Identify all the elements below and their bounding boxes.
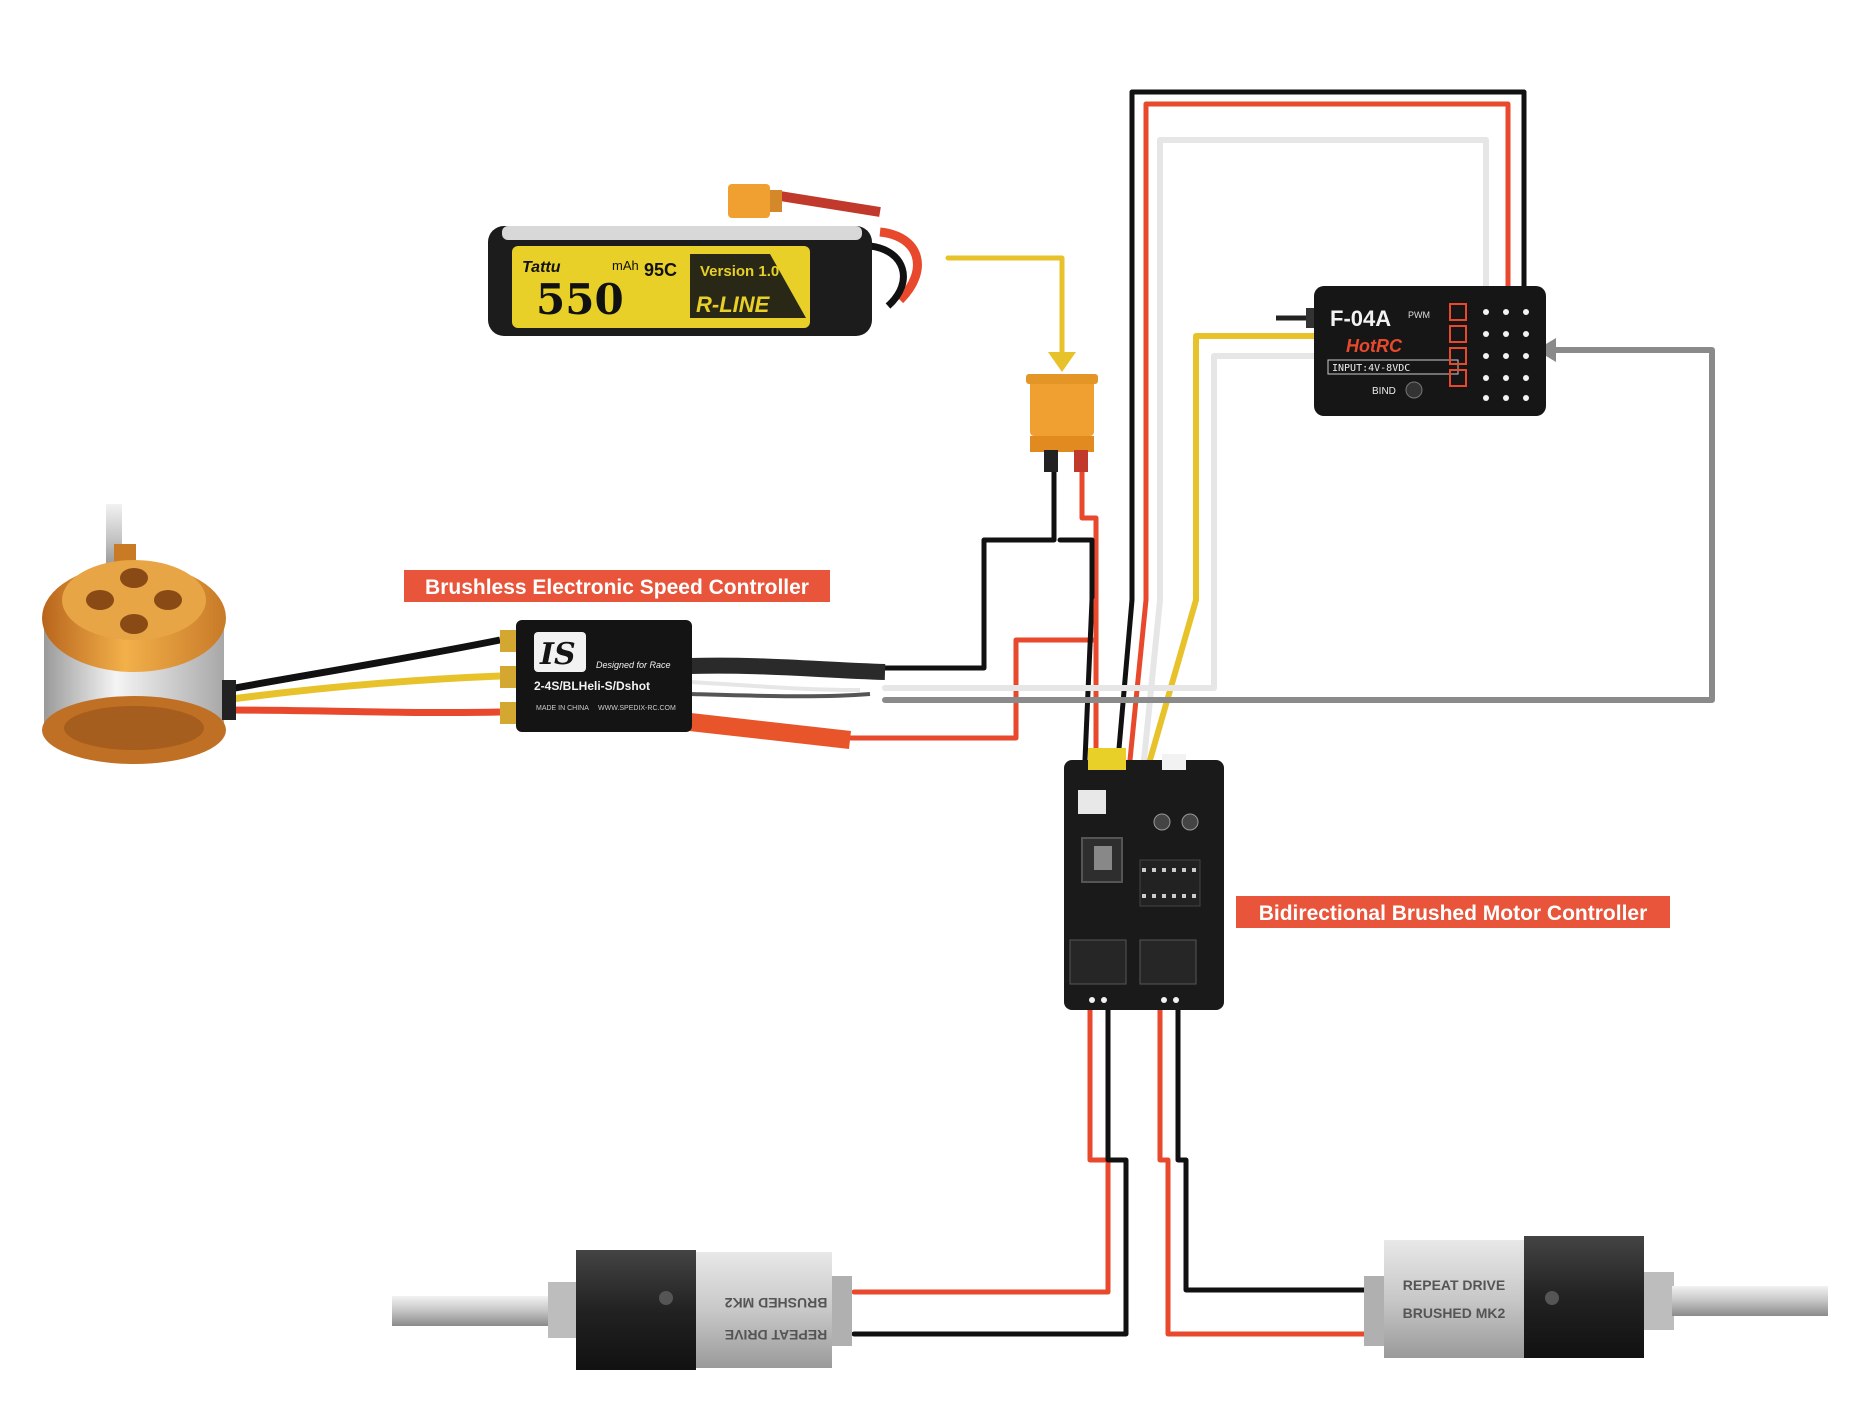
wire-bmc-red-to-receiver (1127, 101, 1511, 763)
motor-phase-red (223, 706, 501, 717)
battery-line: R-LINE (696, 292, 771, 317)
right-motor-shaft (1672, 1286, 1828, 1316)
wire-bmc-black-to-right-motor (1175, 1007, 1371, 1293)
right-motor-line1: REPEAT DRIVE (1403, 1277, 1505, 1293)
xt30-connector-icon (1026, 374, 1098, 472)
receiver-model: F-04A (1330, 306, 1391, 331)
battery-lead-black (869, 242, 907, 309)
left-motor-line1: REPEAT DRIVE (725, 1327, 827, 1343)
wire-bmc-white-to-receiver (1141, 137, 1489, 763)
battery-capacity: 550 (536, 275, 624, 324)
battery-brand: Tattu (522, 259, 561, 276)
esc-spec: 2-4S/BLHeli-S/Dshot (534, 679, 650, 693)
motor-phase-black (223, 636, 501, 694)
esc-model: IS 30A (539, 637, 651, 672)
battery-unit: mAh (612, 258, 639, 273)
wire-xt30-black-to-esc (882, 467, 1057, 671)
wire-bmc-black-to-receiver (1115, 89, 1527, 763)
motor-phase-yellow (223, 672, 501, 704)
esc-power-lead (689, 657, 886, 680)
receiver-channel-markers (1449, 303, 1467, 387)
left-motor-line2: BRUSHED MK2 (724, 1295, 827, 1311)
battery-lead-red (879, 227, 922, 304)
brushless-motor-icon (42, 504, 501, 764)
brushed-motor-icon: REPEAT DRIVE BRUSHED MK2 (1364, 1236, 1828, 1358)
wiring-harness (847, 89, 1715, 1337)
esc-site: WWW.SPEDIX-RC.COM (598, 705, 676, 712)
bmc-label-tag: Bidirectional Brushed Motor Controller (1236, 896, 1670, 928)
esc-label: Brushless Electronic Speed Controller (425, 576, 809, 599)
left-motor-can (696, 1252, 832, 1368)
wire-battery-to-xt30 (945, 255, 1065, 363)
brushed-motor-icon: BRUSHED MK2 REPEAT DRIVE (392, 1250, 852, 1370)
arrow-down-icon (1048, 352, 1076, 372)
esc-label-tag: Brushless Electronic Speed Controller (404, 570, 830, 602)
left-motor-gearbox (576, 1250, 696, 1370)
receiver-pwm: PWM (1408, 310, 1430, 320)
wire-xt30-black-to-bmc (1057, 537, 1095, 763)
esc-tagline: Designed for Race (596, 660, 671, 670)
bind-button[interactable] (1405, 381, 1423, 399)
battery-icon: 550 mAh Tattu R-LINE Version 1.0 95C (488, 184, 922, 336)
receiver-pin-header (1483, 309, 1529, 401)
right-motor-can (1384, 1240, 1524, 1358)
receiver-brand: HotRC (1346, 336, 1403, 356)
esc-board-icon: IS 30A Designed for Race 2-4S/BLHeli-S/D… (500, 620, 886, 749)
esc-made-in: MADE IN CHINA (536, 705, 589, 712)
motor-controller-board-icon (1064, 748, 1224, 1010)
battery-version: Version 1.0 (700, 263, 779, 280)
right-motor-line2: BRUSHED MK2 (1403, 1305, 1506, 1321)
battery-rating: 95C (644, 260, 677, 280)
receiver-body (1314, 286, 1546, 416)
receiver-input-rating: INPUT:4V-8VDC (1332, 363, 1410, 374)
wire-esc-gray-to-receiver (882, 347, 1715, 703)
right-motor-gearbox (1524, 1236, 1644, 1358)
wire-bmc-black-to-left-motor (851, 1007, 1129, 1337)
battery-xt30-plug (728, 184, 770, 218)
receiver-icon: F-04A PWM HotRC INPUT:4V-8VDC BIND (1276, 286, 1546, 416)
battery-main-lead (779, 191, 881, 217)
receiver-bind-label: BIND (1372, 386, 1396, 397)
esc-red-lead (688, 713, 852, 749)
wire-bmc-red-to-left-motor (851, 1007, 1111, 1295)
wire-bmc-red-to-right-motor (1157, 1007, 1371, 1337)
left-motor-shaft (392, 1296, 552, 1326)
bmc-label: Bidirectional Brushed Motor Controller (1259, 902, 1648, 925)
